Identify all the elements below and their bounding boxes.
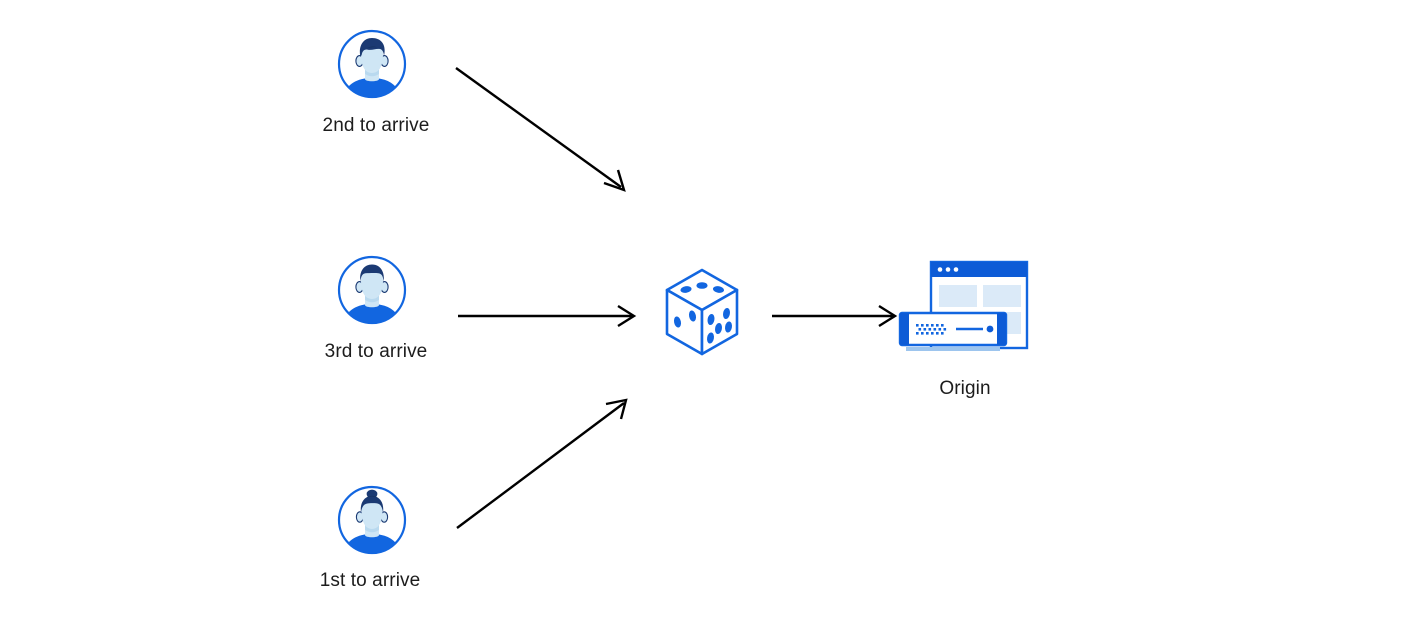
router-appliance-icon [898,311,1008,351]
user-avatar-female-icon [337,485,407,555]
dice-icon [665,268,739,356]
edge-1st-to-dice [456,398,628,529]
client-node-2nd[interactable] [336,28,408,100]
user-avatar-icon [337,255,407,325]
edge-3rd-to-dice [458,304,637,328]
user-avatar-icon [337,29,407,99]
client-label-2nd: 2nd to arrive [322,115,430,136]
client-node-1st[interactable] [336,484,408,556]
client-node-3rd[interactable] [336,254,408,326]
origin-label: Origin [939,378,991,399]
origin-node[interactable] [893,258,1038,363]
load-balancer-node[interactable] [660,264,744,362]
edge-dice-to-origin [772,304,898,328]
client-label-1st: 1st to arrive [319,570,421,591]
client-label-3rd: 3rd to arrive [324,341,428,362]
origin-server-icon [898,260,1029,351]
